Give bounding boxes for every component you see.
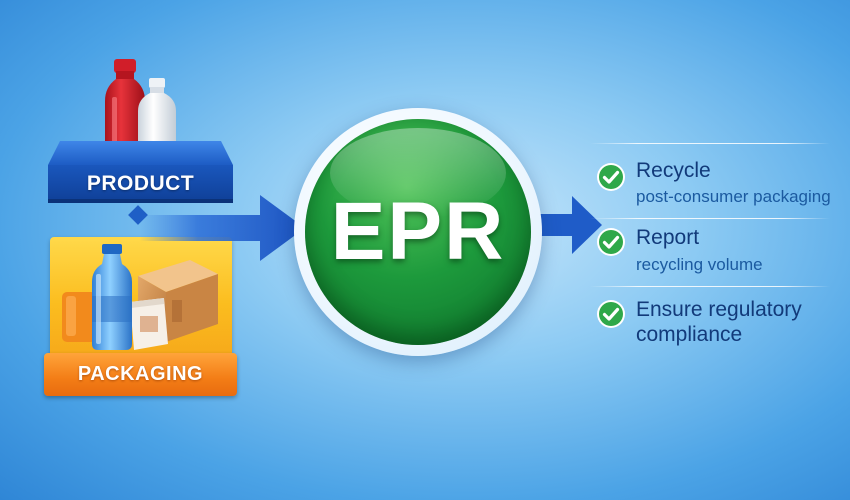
list-item-title: Report — [636, 226, 700, 249]
epr-label: EPR — [330, 186, 506, 277]
list-item-title: compliance — [636, 323, 743, 346]
check-circle-icon — [597, 163, 625, 191]
check-circle-icon — [597, 300, 625, 328]
product-label: PRODUCT — [86, 172, 195, 195]
list-item-title: Ensure regulatory — [636, 298, 802, 321]
arrow-right-icon — [140, 195, 305, 261]
list-item-subtitle: recycling volume — [636, 255, 763, 274]
pouch-icon — [130, 298, 168, 350]
arrow-right-icon — [540, 196, 602, 254]
list-divider — [590, 218, 830, 219]
packaging-illustration — [62, 244, 218, 350]
list-item-title: Recycle — [636, 159, 711, 182]
packaging-label: PACKAGING — [44, 353, 237, 396]
list-divider — [590, 286, 830, 287]
product-pedestal — [48, 141, 233, 203]
epr-circle — [305, 119, 531, 345]
water-bottle-icon — [92, 244, 132, 350]
bag-icon — [62, 292, 96, 342]
red-bottle-icon — [105, 59, 145, 156]
epr-gloss — [330, 128, 506, 218]
list-item-subtitle: post-consumer packaging — [636, 187, 831, 206]
check-circle-icon — [597, 228, 625, 256]
list-divider — [590, 143, 830, 144]
